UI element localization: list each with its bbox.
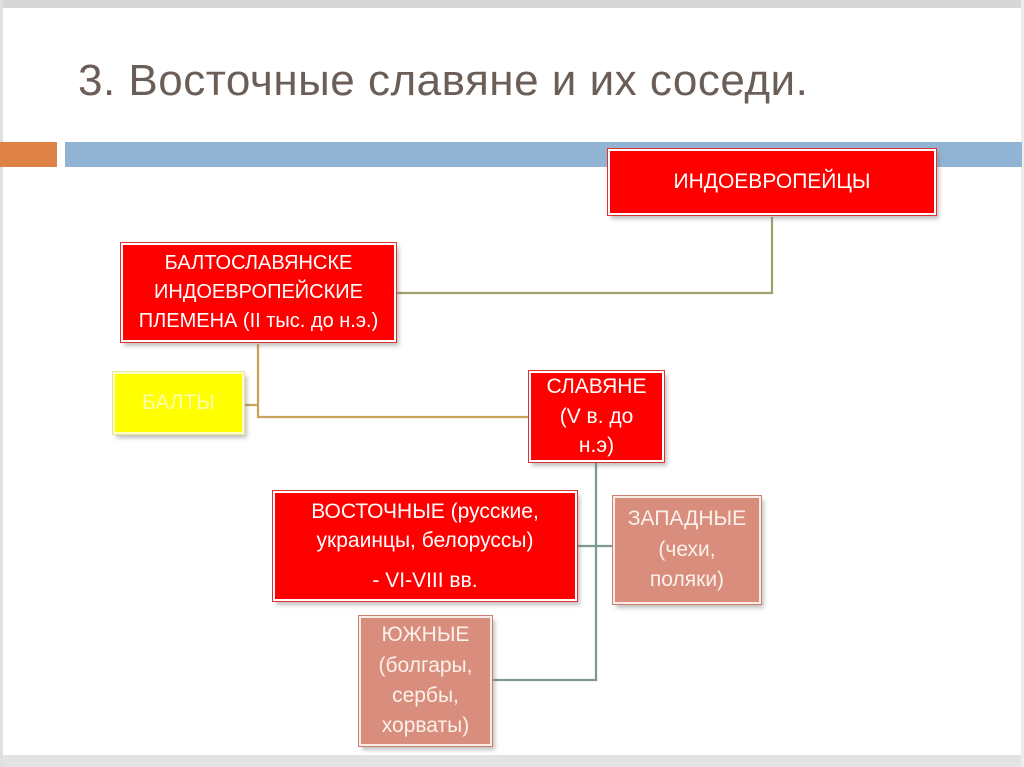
node-western-line1: ЗАПАДНЫЕ xyxy=(627,507,747,531)
node-eastern-period: - VI-VIII вв. xyxy=(372,568,478,592)
node-western-line2: (чехи, xyxy=(658,537,716,561)
node-eastern-line2: украинцы, белоруссы) xyxy=(316,529,534,553)
node-eastern-slavs: ВОСТОЧНЫЕ (русские, украинцы, белоруссы)… xyxy=(272,490,578,602)
node-southern-line2: (болгары, xyxy=(378,653,473,677)
frame-strip-top xyxy=(0,0,1024,8)
frame-strip-right xyxy=(1021,0,1024,767)
node-slavs: СЛАВЯНЕ (V в. до н.э) xyxy=(528,370,665,463)
node-southern-slavs: ЮЖНЫЕ (болгары, сербы, хорваты) xyxy=(358,615,493,747)
frame-strip-left xyxy=(0,0,3,767)
node-baltoslavic-line1: БАЛТОСЛАВЯНСКЕ xyxy=(164,252,353,274)
node-eastern-line1: ВОСТОЧНЫЕ (русские, xyxy=(311,499,539,523)
node-western-slavs: ЗАПАДНЫЕ (чехи, поляки) xyxy=(612,495,762,605)
node-baltoslavic: БАЛТОСЛАВЯНСКЕ ИНДОЕВРОПЕЙСКИЕ ПЛЕМЕНА (… xyxy=(120,242,397,343)
node-slavs-line3: н.э) xyxy=(578,434,615,458)
node-balts-label: БАЛТЫ xyxy=(142,391,215,415)
node-indoeuropeans-label: ИНДОЕВРОПЕЙЦЫ xyxy=(673,170,871,194)
frame-strip-bottom xyxy=(0,755,1024,767)
node-western-line3: поляки) xyxy=(649,568,725,592)
node-slavs-line2: (V в. до xyxy=(559,404,634,428)
node-baltoslavic-line3: ПЛЕМЕНА (II тыс. до н.э.) xyxy=(138,310,379,332)
connector-indoeuropeans-baltoslavic xyxy=(397,217,774,295)
connector-baltoslavic-slavs xyxy=(256,344,529,419)
node-southern-line4: хорваты) xyxy=(381,714,470,738)
node-baltoslavic-line2: ИНДОЕВРОПЕЙСКИЕ xyxy=(154,281,363,303)
node-slavs-line1: СЛАВЯНЕ xyxy=(546,375,647,399)
node-indoeuropeans: ИНДОЕВРОПЕЙЦЫ xyxy=(607,148,937,216)
page-title: 3. Восточные славяне и их соседи. xyxy=(78,56,809,105)
node-balts: БАЛТЫ xyxy=(112,371,245,435)
node-southern-line1: ЮЖНЫЕ xyxy=(381,623,470,647)
accent-bar-orange xyxy=(0,142,57,167)
connector-slavs-southern xyxy=(493,463,598,682)
node-southern-line3: сербы, xyxy=(392,684,459,707)
